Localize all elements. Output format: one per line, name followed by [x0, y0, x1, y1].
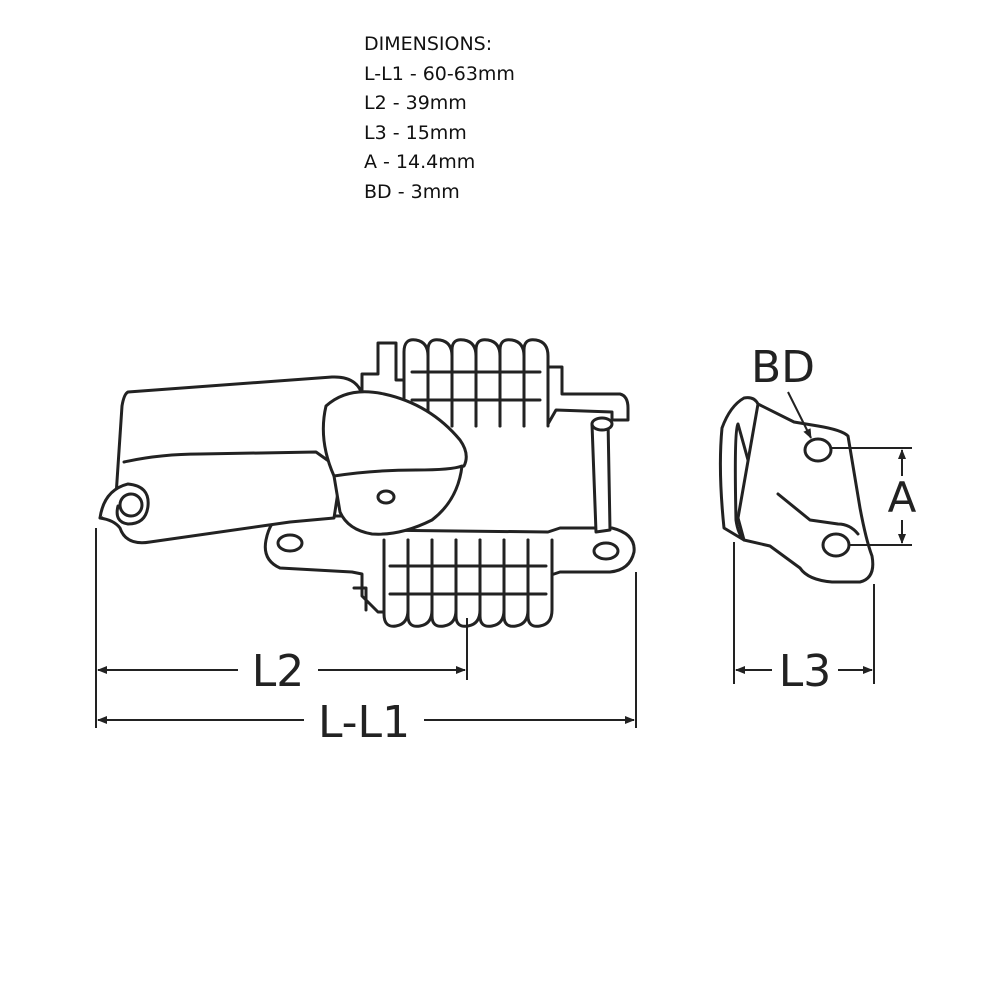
- bd-leader: [787, 391, 812, 439]
- keeper-body: [736, 402, 875, 584]
- cam-disc: [321, 390, 468, 488]
- keeper-hole-bottom: [821, 532, 851, 558]
- dimensions-list: DIMENSIONS: L-L1 - 60-63mm L2 - 39mm L3 …: [364, 30, 515, 207]
- dimension-l2: L2 - 39mm: [364, 92, 467, 114]
- hook-pin: [590, 418, 612, 534]
- dimension-bd: BD - 3mm: [364, 180, 460, 203]
- lever-curl-hole: [118, 492, 144, 518]
- cam-rivet: [376, 489, 396, 505]
- cam-face: [332, 464, 464, 536]
- keeper-edge: [776, 492, 860, 536]
- base-hole-right: [592, 541, 620, 561]
- label-a: A: [888, 473, 917, 522]
- keeper-plate: [718, 396, 875, 584]
- base-hole-left: [276, 533, 304, 553]
- toggle-latch: [98, 338, 636, 628]
- label-l2: L2: [252, 646, 305, 697]
- lever-arm: [98, 375, 370, 545]
- dimension-a: A - 14.4mm: [364, 151, 476, 173]
- dimension-l-l1: L-L1 - 60-63mm: [364, 62, 515, 85]
- keeper-hole-top: [803, 437, 833, 463]
- label-l3: L3: [779, 646, 832, 697]
- lever-arm-edge: [122, 450, 332, 464]
- dimensions-heading: DIMENSIONS:: [364, 33, 493, 55]
- dimension-lines: [95, 391, 912, 728]
- dimension-l3: L3 - 15mm: [364, 121, 467, 144]
- label-bd: BD: [751, 342, 815, 393]
- hook-pin-cap: [590, 416, 614, 432]
- label-l-l1: L-L1: [318, 697, 410, 748]
- lower-spring: [382, 538, 554, 628]
